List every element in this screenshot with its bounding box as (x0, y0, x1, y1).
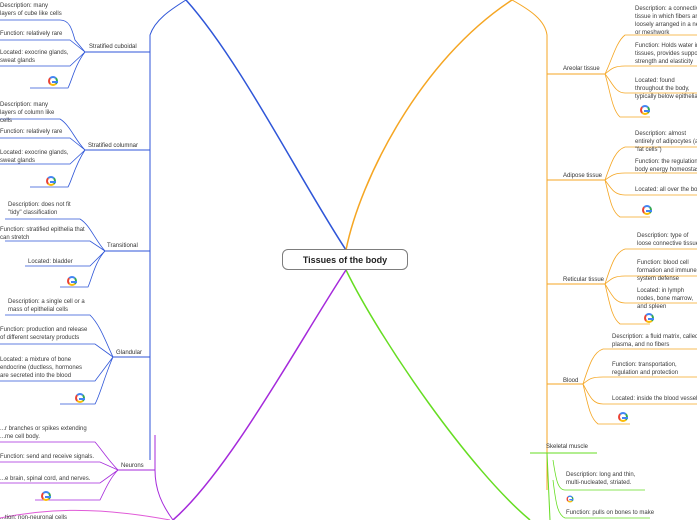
leaf-description[interactable]: Description: a single cell or a mass of … (8, 299, 85, 313)
leaf-function[interactable]: Function: transportation, regulation and… (612, 362, 679, 376)
trunk-right-muscle (345, 269, 531, 520)
google-icon[interactable] (48, 76, 58, 86)
leaf-description[interactable]: Description: a fluid matrix, called plas… (612, 334, 697, 348)
leaf-function[interactable]: Function: pulls on bones to make (566, 510, 655, 516)
leaf-function[interactable]: Function: relatively rare (0, 31, 63, 37)
branch-skeletal-muscle[interactable]: Skeletal muscle (546, 444, 589, 450)
leaf-function[interactable]: Function: blood cell formation and immun… (637, 260, 697, 282)
leaf-description[interactable]: Description: long and thin, multi-nuclea… (566, 472, 636, 486)
central-topic[interactable]: Tissues of the body (282, 249, 408, 270)
branch-stratified-columnar[interactable]: Stratified columnar (88, 143, 139, 149)
branch-transitional[interactable]: Transitional (107, 243, 138, 249)
branch-areolar-tissue[interactable]: Areolar tissue (563, 66, 600, 72)
trunk-left-nervous (172, 269, 347, 520)
google-icon[interactable] (75, 393, 85, 403)
google-icon[interactable] (41, 491, 51, 501)
branch-glandular[interactable]: Glandular (116, 350, 143, 356)
leaf-located[interactable]: Located: in lymph nodes, bone marrow, an… (637, 288, 694, 310)
leaf-function[interactable]: Function: production and release of diff… (0, 327, 88, 341)
leaf-located[interactable]: Located: inside the blood vessels (612, 396, 697, 402)
leaf-description[interactable]: Description: a connective tissue in whic… (635, 6, 697, 36)
branch-stratified-cuboidal[interactable]: Stratified cuboidal (89, 44, 137, 50)
leaf-function[interactable]: Function: Holds water in tissues, provid… (635, 43, 697, 65)
google-icon[interactable] (644, 313, 654, 323)
google-icon[interactable] (640, 105, 650, 115)
google-icon[interactable] (618, 412, 628, 422)
trunk-left-epithelial (185, 0, 347, 251)
branch-adipose-tissue[interactable]: Adipose tissue (563, 173, 603, 179)
leaf-located[interactable]: Located: all over the body (635, 187, 697, 193)
leaf-description[interactable]: Description: many layers of column like … (0, 102, 55, 124)
leaf-fragment-bottom[interactable]: ...tion: non-neuronal cells (0, 515, 68, 521)
leaf-function[interactable]: Function: stratified epithelia that can … (0, 227, 85, 241)
branch-reticular-tissue[interactable]: Reticular tissue (563, 277, 605, 283)
trunk-right-connective (345, 0, 513, 251)
leaf-function[interactable]: Function: the regulation of body energy … (635, 159, 697, 173)
google-icon[interactable] (46, 176, 56, 186)
branch-blood[interactable]: Blood (563, 378, 579, 384)
leaf-located[interactable]: Located: exocrine glands, sweat glands (0, 150, 69, 164)
branch-neurons[interactable]: Neurons (121, 463, 144, 469)
leaf-located[interactable]: Located: exocrine glands, sweat glands (0, 50, 69, 64)
google-icon[interactable] (566, 495, 574, 503)
leaf-located[interactable]: ...e brain, spinal cord, and nerves. (0, 476, 91, 482)
google-icon[interactable] (642, 205, 652, 215)
leaf-description[interactable]: Description: does not fit "tidy" classif… (8, 202, 71, 216)
leaf-located[interactable]: Located: bladder (28, 259, 73, 265)
leaf-description[interactable]: Description: almost entirely of adipocyt… (635, 131, 697, 153)
leaf-description[interactable]: ...r branches or spikes extending ...me … (0, 426, 87, 440)
leaf-description[interactable]: Description: many layers of cube like ce… (0, 3, 62, 17)
leaf-description[interactable]: Description: type of loose connective ti… (637, 233, 697, 247)
google-icon[interactable] (67, 276, 77, 286)
leaf-located[interactable]: Located: a mixture of bone endocrine (du… (0, 357, 83, 379)
leaf-function[interactable]: Function: relatively rare (0, 129, 63, 135)
leaf-function[interactable]: Function: send and receive signals. (0, 454, 95, 460)
leaf-located[interactable]: Located: found throughout the body, typi… (635, 78, 697, 100)
